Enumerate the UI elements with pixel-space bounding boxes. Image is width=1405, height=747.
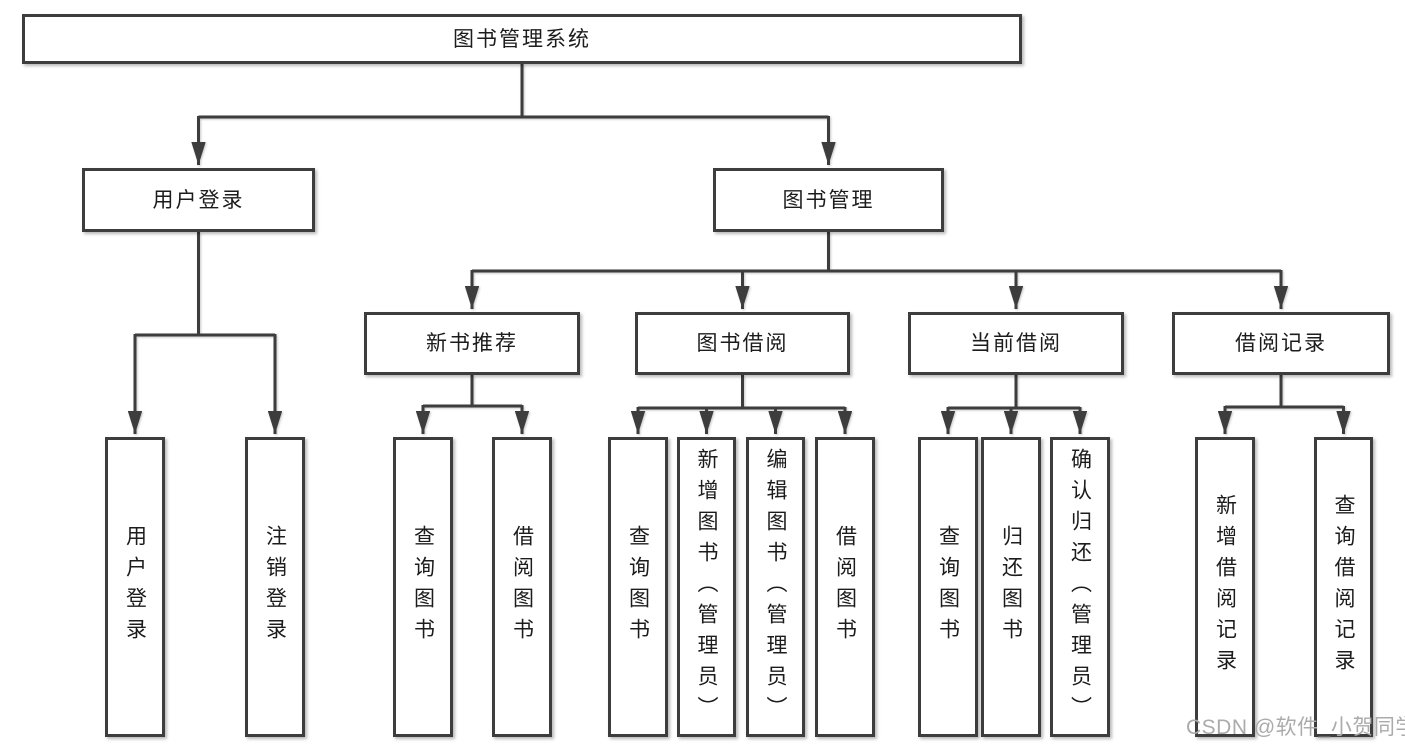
node-label: 新书推荐: [426, 332, 518, 355]
node-label: 归还图书: [999, 525, 1023, 649]
node-label: 借阅记录: [1235, 332, 1327, 355]
node-label: 当前借阅: [970, 332, 1062, 355]
node-label: 用户登录: [123, 525, 147, 649]
connector-borrowrecord-to-leaves: [1217, 375, 1351, 434]
node-book-management: 图书管理: [713, 168, 944, 232]
leaf-add-books-admin: 新增图书（管理员）: [677, 437, 736, 737]
leaf-confirm-return-admin: 确认归还（管理员）: [1050, 437, 1110, 737]
node-borrowing-records: 借阅记录: [1172, 312, 1390, 375]
node-new-book-recommendation: 新书推荐: [364, 312, 580, 375]
node-label: 查询借阅记录: [1332, 494, 1355, 680]
connector-newbookrec-to-leaves: [415, 375, 530, 434]
leaf-query-books-3: 查询图书: [918, 437, 978, 737]
node-label: 编辑图书（管理员）: [764, 447, 787, 727]
connector-root-to-level2: [191, 64, 836, 165]
node-user-login: 用户登录: [82, 168, 315, 232]
node-label: 借阅图书: [510, 525, 534, 649]
leaf-borrow-books-1: 借阅图书: [492, 437, 552, 737]
leaf-query-books-2: 查询图书: [608, 437, 668, 737]
node-label: 查询图书: [411, 525, 435, 649]
leaf-logout: 注销登录: [245, 437, 305, 737]
node-label: 图书管理系统: [453, 27, 591, 51]
leaf-return-books: 归还图书: [981, 437, 1041, 737]
node-label: 借阅图书: [833, 525, 857, 649]
node-book-management-system: 图书管理系统: [22, 14, 1022, 64]
node-label: 图书管理: [782, 188, 875, 212]
node-label: 确认归还（管理员）: [1068, 447, 1092, 727]
node-label: 新增图书（管理员）: [695, 447, 718, 727]
connector-currentborrow-to-leaves: [940, 375, 1088, 434]
leaf-query-books-1: 查询图书: [393, 437, 453, 737]
node-label: 新增借阅记录: [1213, 494, 1237, 680]
node-label: 查询图书: [626, 525, 650, 649]
node-book-borrowing: 图书借阅: [635, 312, 850, 375]
connector-bookmgmt-to-level3: [464, 232, 1289, 309]
leaf-edit-books-admin: 编辑图书（管理员）: [746, 437, 805, 737]
node-label: 查询图书: [936, 525, 960, 649]
node-current-borrowing: 当前借阅: [908, 312, 1124, 375]
connector-bookborrow-to-leaves: [630, 375, 853, 434]
csdn-watermark: CSDN @软件_小贺同学: [1186, 716, 1405, 739]
leaf-query-borrow-record: 查询借阅记录: [1314, 437, 1373, 737]
node-label: 用户登录: [152, 188, 245, 212]
node-label: 注销登录: [263, 525, 287, 649]
leaf-add-borrow-record: 新增借阅记录: [1195, 437, 1255, 737]
leaf-borrow-books-2: 借阅图书: [815, 437, 875, 737]
node-label: 图书借阅: [696, 332, 789, 355]
connector-userlogin-to-leaves: [127, 232, 283, 434]
leaf-user-login: 用户登录: [105, 437, 165, 737]
